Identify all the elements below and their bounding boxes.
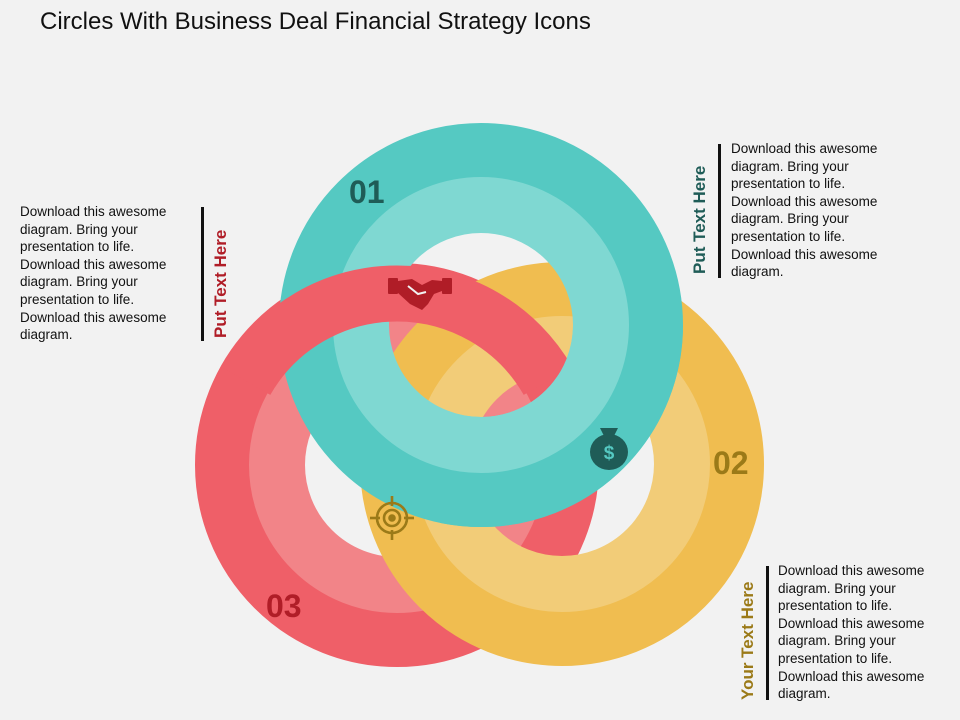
block-left-label: Put Text Here (211, 229, 230, 338)
block-bottom-right-divider (766, 566, 769, 700)
block-top-right-divider (718, 144, 721, 278)
page-title: Circles With Business Deal Financial Str… (40, 8, 591, 35)
block-top-right-label: Put Text Here (690, 165, 709, 274)
ring-number-03: 03 (266, 588, 302, 624)
svg-text:$: $ (604, 443, 615, 464)
block-bottom-right-text: Download this awesome diagram. Bring you… (778, 563, 925, 702)
ring-number-02: 02 (713, 445, 749, 481)
block-left-text: Download this awesome diagram. Bring you… (20, 204, 167, 343)
block-top-right-text: Download this awesome diagram. Bring you… (731, 141, 878, 280)
block-bottom-right-label: Your Text Here (738, 581, 757, 700)
money-bag-icon: $ (590, 428, 628, 470)
target-icon (370, 496, 414, 540)
ring-number-01: 01 (349, 174, 385, 210)
block-left-divider (201, 207, 204, 341)
handshake-icon (388, 278, 452, 310)
